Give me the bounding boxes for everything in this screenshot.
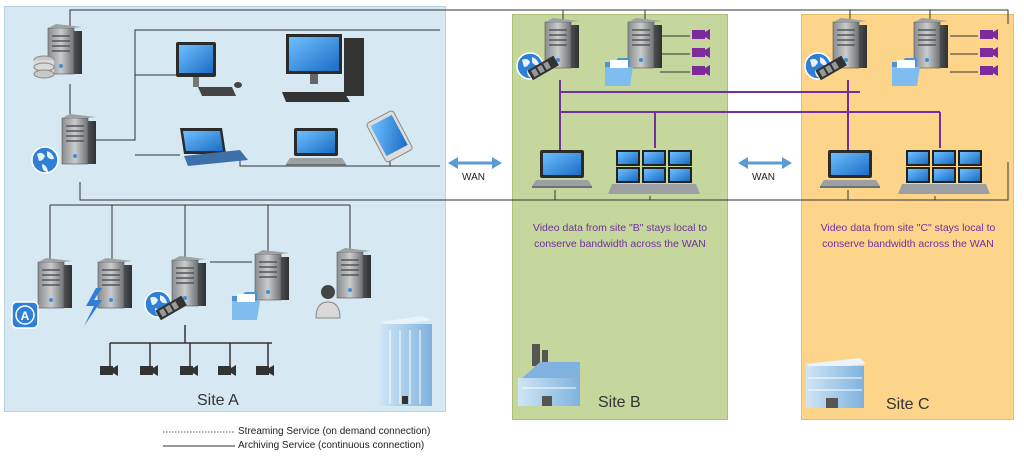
site-c-note-line1: Video data from site "C" stays local to [820, 222, 996, 234]
site-b-note: Video data from site "B" stays local to … [516, 220, 724, 252]
svg-text:A: A [21, 309, 30, 323]
wan-arrow-a-b [448, 157, 502, 169]
tablet-icon [366, 110, 413, 163]
site-b-building-icon [518, 344, 580, 406]
user-server [315, 247, 372, 319]
legend-streaming-label: Streaming Service (on demand connection) [238, 426, 431, 437]
site-b-video-wall-icon [608, 150, 700, 194]
site-a-label: Site A [197, 392, 239, 409]
admin-server: A [11, 257, 73, 329]
tablet-keyboard-icon [180, 128, 248, 166]
camera-icon [218, 365, 236, 376]
camera-icon [100, 365, 118, 376]
archiving-links [49, 9, 1009, 366]
all-in-one-pc-icon [176, 42, 242, 96]
camera-icon [980, 29, 998, 40]
camera-icon [692, 47, 710, 58]
web-server [31, 113, 97, 174]
desktop-computer-icon [282, 34, 364, 102]
site-b-label: Site B [598, 394, 641, 411]
wan-label-b-c: WAN [752, 172, 775, 183]
archive-server [232, 249, 290, 320]
streaming-server [144, 255, 207, 321]
site-c-streaming-server [804, 17, 868, 81]
wan-label-a-b: WAN [462, 172, 485, 183]
site-c-note: Video data from site "C" stays local to … [804, 220, 1012, 252]
legend-archiving-label: Archiving Service (continuous connection… [238, 440, 425, 451]
site-c-building-icon [806, 358, 866, 408]
site-a-cameras [100, 365, 274, 376]
site-b-laptop-icon [532, 150, 592, 188]
site-b-archive-server [605, 17, 663, 86]
event-server [84, 257, 133, 326]
database-server [33, 23, 83, 79]
camera-icon [692, 65, 710, 76]
camera-icon [180, 365, 198, 376]
site-c-laptop-icon [820, 150, 880, 188]
camera-icon [980, 65, 998, 76]
camera-icon [980, 47, 998, 58]
camera-icon [256, 365, 274, 376]
site-b-streaming-server [516, 17, 580, 81]
storage-building-icon [380, 316, 432, 406]
local-video-links [559, 80, 941, 152]
site-c-label: Site C [886, 396, 930, 413]
site-c-archive-server [892, 17, 949, 86]
camera-icon [140, 365, 158, 376]
site-c-note-line2: conserve bandwidth across the WAN [822, 238, 994, 250]
site-b-note-line1: Video data from site "B" stays local to [532, 222, 708, 234]
site-b-cameras [692, 29, 710, 76]
site-b-note-line2: conserve bandwidth across the WAN [534, 238, 706, 250]
laptop-icon [286, 128, 346, 166]
site-c-cameras [980, 29, 998, 76]
camera-icon [692, 29, 710, 40]
site-c-video-wall-icon [898, 150, 990, 194]
wan-arrow-b-c [738, 157, 792, 169]
